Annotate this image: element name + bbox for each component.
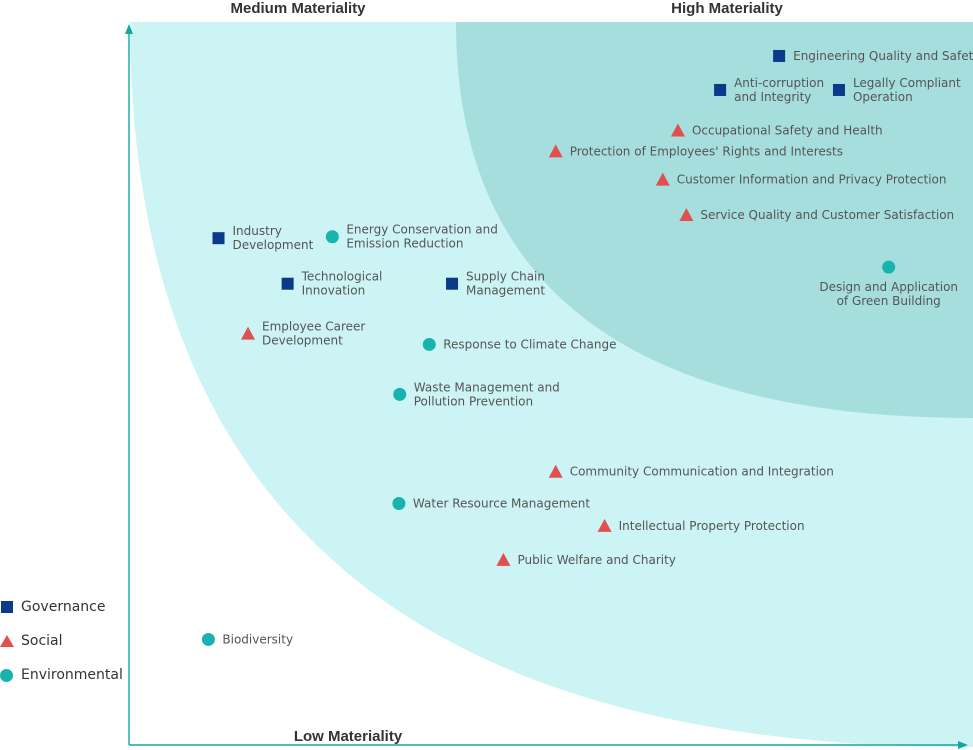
data-point-label: Response to Climate Change [443,337,616,351]
legend: Governance Social Environmental [0,590,123,692]
social-marker [679,208,694,222]
data-point: Protection of Employees' Rights and Inte… [548,144,843,158]
legend-item-governance: Governance [0,590,123,624]
data-points: Engineering Quality and SafetyAnti-corru… [201,49,973,646]
data-point: Customer Information and Privacy Protect… [655,172,947,187]
environmental-marker [392,497,406,511]
data-point: Occupational Safety and Health [670,123,883,137]
data-point: Public Welfare and Charity [496,552,676,567]
y-axis-arrow-icon [125,24,133,34]
zone-title-medium: Medium Materiality [230,0,366,17]
data-point-label: Service Quality and Customer Satisfactio… [700,208,954,222]
environmental-marker [882,260,896,274]
social-marker [496,552,511,566]
environmental-marker [393,387,407,401]
data-point: Engineering Quality and Safety [773,49,973,63]
social-marker [597,518,612,532]
circle-icon [0,668,18,682]
legend-label-social: Social [21,633,63,649]
environmental-marker [422,337,436,351]
governance-marker [714,83,727,96]
data-point-label: Public Welfare and Charity [517,553,675,567]
legend-label-environmental: Environmental [21,667,123,683]
square-icon [0,601,18,613]
social-marker [241,326,256,340]
data-point-label: Water Resource Management [413,497,590,511]
governance-marker [281,277,294,290]
data-point: Community Communication and Integration [548,464,834,479]
legend-item-environmental: Environmental [0,658,123,692]
legend-label-governance: Governance [21,599,106,615]
social-marker [670,123,685,137]
governance-marker [773,49,786,62]
environmental-marker [325,230,339,244]
data-point-label: Intellectual Property Protection [619,519,805,533]
governance-marker [832,83,845,96]
triangle-icon [0,635,18,647]
environmental-marker [201,632,215,646]
legend-item-social: Social [0,624,123,658]
zone-title-high: High Materiality [671,0,783,17]
data-point: Response to Climate Change [422,337,617,351]
data-point: Biodiversity [201,632,293,646]
social-marker [548,144,563,158]
social-marker [548,464,563,478]
high-materiality-zone [456,22,973,418]
governance-marker [212,232,225,245]
data-point: Water Resource Management [392,497,590,511]
data-point-label: Biodiversity [222,632,293,646]
data-point-label: Customer Information and Privacy Protect… [677,173,947,187]
governance-marker [446,277,459,290]
data-point-label: Protection of Employees' Rights and Inte… [570,144,843,158]
data-point: Service Quality and Customer Satisfactio… [679,208,954,222]
data-point: Intellectual Property Protection [597,518,805,533]
zone-title-low: Low Materiality [294,728,403,745]
social-marker [655,172,670,186]
data-point-label: Engineering Quality and Safety [793,49,973,63]
data-point-label: Community Communication and Integration [570,465,834,479]
data-point-label: Occupational Safety and Health [692,123,883,137]
x-axis-arrow-icon [958,741,968,749]
